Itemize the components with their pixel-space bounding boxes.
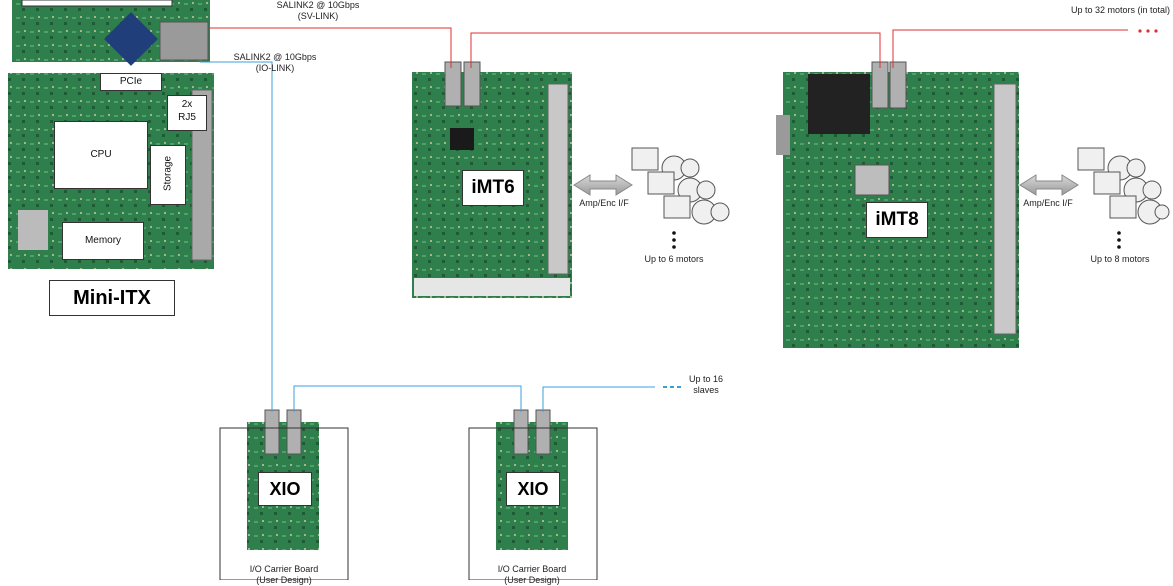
imt8-amp-enc-label: Amp/Enc I/F (1023, 198, 1073, 208)
motors-dots-imt6 (672, 231, 676, 249)
imt6-motors-label: Up to 6 motors (644, 254, 704, 264)
rj5-line2: RJ5 (178, 112, 196, 123)
motors-group-imt6 (631, 147, 730, 225)
motors-dots-imt8 (1117, 231, 1121, 249)
pcie-card (12, 0, 210, 66)
storage-text: Storage (162, 155, 174, 192)
sv-link-continuation (1138, 29, 1158, 33)
rj5-label: 2x RJ5 (167, 95, 207, 131)
slaves-line1: Up to 16 (688, 374, 724, 384)
slaves-line2: slaves (693, 385, 719, 395)
mini-itx-label: Mini-ITX (49, 280, 175, 316)
memory-label: Memory (62, 222, 144, 260)
imt8-label: iMT8 (866, 202, 928, 238)
io-link-line2: (IO-LINK) (255, 63, 295, 73)
io-link-continuation (663, 386, 681, 388)
xio-caption-2: I/O Carrier Board (User Design) (470, 564, 594, 586)
io-link-lines (200, 61, 655, 412)
pcie-label: PCIe (100, 73, 162, 91)
slaves-label: Up to 16 slaves (676, 374, 736, 396)
xio-caption-2-line1: I/O Carrier Board (497, 564, 567, 574)
motors-total-label: Up to 32 motors (in total) (1070, 5, 1170, 15)
xio-label-2: XIO (506, 472, 560, 506)
cpu-label: CPU (54, 121, 148, 189)
sv-link-label: SALINK2 @ 10Gbps (SV-LINK) (256, 0, 380, 22)
sv-link-lines (210, 27, 1128, 68)
io-link-line1: SALINK2 @ 10Gbps (233, 52, 317, 62)
io-link-label: SALINK2 @ 10Gbps (IO-LINK) (213, 52, 337, 74)
amp-enc-arrow-imt6 (573, 174, 633, 196)
xio-caption-2-line2: (User Design) (504, 575, 560, 585)
imt6-label: iMT6 (462, 170, 524, 206)
motors-group-imt8 (1077, 147, 1170, 225)
imt6-amp-enc-label: Amp/Enc I/F (579, 198, 629, 208)
xio-caption-1-line2: (User Design) (256, 575, 312, 585)
xio-label-1: XIO (258, 472, 312, 506)
imt8-motors-label: Up to 8 motors (1090, 254, 1150, 264)
rj5-line1: 2x (181, 99, 193, 110)
sv-link-line1: SALINK2 @ 10Gbps (276, 0, 360, 10)
xio-caption-1-line1: I/O Carrier Board (249, 564, 319, 574)
storage-label: Storage (150, 145, 186, 205)
amp-enc-arrow-imt8 (1019, 174, 1079, 196)
imt6-board (412, 61, 572, 298)
xio-caption-1: I/O Carrier Board (User Design) (222, 564, 346, 586)
sv-link-line2: (SV-LINK) (297, 11, 339, 21)
